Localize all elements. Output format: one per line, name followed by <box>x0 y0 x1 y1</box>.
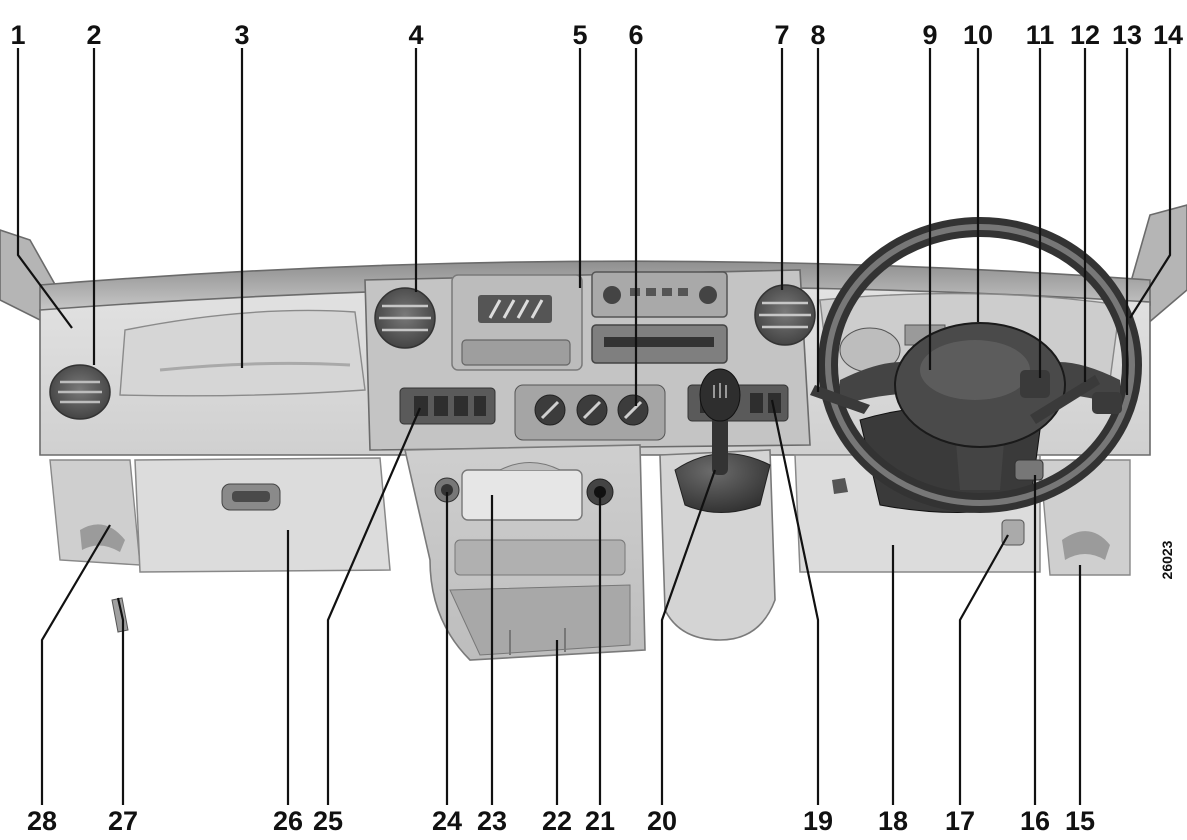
callout-14: 14 <box>1153 20 1183 50</box>
callout-1: 1 <box>10 20 25 50</box>
cruise-control-stalk <box>1092 392 1122 414</box>
radio-unit <box>591 271 728 318</box>
right-stalk-switch <box>1020 370 1050 398</box>
callout-16: 16 <box>1020 806 1050 836</box>
console-storage-lower <box>449 584 631 656</box>
leader-lines <box>16 48 1172 805</box>
callout-27: 27 <box>108 806 138 836</box>
diagnostic-socket-cover <box>1001 519 1025 546</box>
gear-lever-boot <box>674 453 771 513</box>
callout-13: 13 <box>1112 20 1142 50</box>
callout-7: 7 <box>774 20 789 50</box>
callout-22: 22 <box>542 806 572 836</box>
ashtray <box>461 469 583 521</box>
callout-24: 24 <box>432 806 462 836</box>
callout-23: 23 <box>477 806 507 836</box>
callout-9: 9 <box>922 20 937 50</box>
shelf-lip <box>159 361 351 372</box>
left-stalk <box>810 385 870 414</box>
callout-26: 26 <box>273 806 303 836</box>
callout-25: 25 <box>313 806 343 836</box>
figure-reference-code: 26023 <box>1159 540 1175 579</box>
callout-12: 12 <box>1070 20 1100 50</box>
ignition-switch <box>1014 459 1044 481</box>
callout-28: 28 <box>27 806 57 836</box>
clock-display <box>478 295 552 323</box>
callout-19: 19 <box>803 806 833 836</box>
callout-15: 15 <box>1065 806 1095 836</box>
callout-20: 20 <box>647 806 677 836</box>
wiper-stalk <box>1030 375 1100 424</box>
callout-17: 17 <box>945 806 975 836</box>
callout-10: 10 <box>963 20 993 50</box>
callout-8: 8 <box>810 20 825 50</box>
callout-3: 3 <box>234 20 249 50</box>
callout-21: 21 <box>585 806 615 836</box>
coin-tray <box>461 339 571 366</box>
callout-6: 6 <box>628 20 643 50</box>
callout-4: 4 <box>408 20 423 50</box>
callout-2: 2 <box>86 20 101 50</box>
console-storage-upper <box>454 539 626 576</box>
callout-5: 5 <box>572 20 587 50</box>
callout-18: 18 <box>878 806 908 836</box>
callout-11: 11 <box>1026 20 1055 50</box>
gear-lever-shaft <box>712 410 728 475</box>
glove-box <box>134 457 391 573</box>
lower-right-catch <box>832 478 848 494</box>
